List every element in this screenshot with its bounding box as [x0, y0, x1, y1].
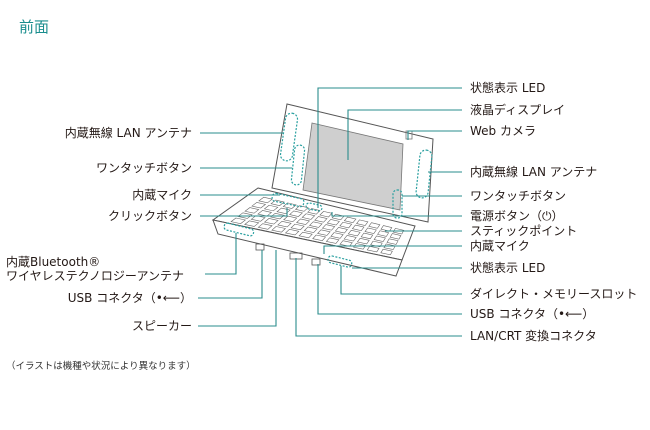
label-web-camera: Web カメラ	[470, 124, 536, 138]
label-stick-point: スティックポイント	[470, 224, 578, 238]
keyboard-key	[356, 219, 369, 226]
keyboard-key	[351, 224, 365, 232]
label-mic-right: 内蔵マイク	[470, 239, 530, 253]
label-click-button: クリックボタン	[107, 209, 192, 223]
keyboard-key	[326, 219, 340, 226]
label-memory-slot: ダイレクト・メモリースロット	[470, 287, 638, 301]
keyboard-key	[307, 208, 321, 215]
keyboard-key	[339, 221, 353, 229]
label-speaker: スピーカー	[131, 319, 192, 333]
antenna-right-area	[415, 149, 433, 199]
keyboard-key	[380, 248, 393, 256]
keyboard-key	[321, 224, 336, 231]
led-top-area	[305, 202, 323, 212]
keyboard-key	[366, 246, 380, 253]
label-bluetooth-1: 内蔵Bluetooth®	[6, 255, 101, 269]
label-usb-left: USB コネクタ（•⟵）	[67, 291, 192, 305]
mic-left-area	[271, 192, 305, 208]
keyboard-key	[314, 216, 328, 223]
label-one-touch-right: ワンタッチボタン	[470, 189, 567, 203]
keyboard-key	[250, 215, 266, 222]
keyboard-key	[347, 229, 361, 237]
keyboard-key	[284, 229, 300, 236]
bluetooth-area	[223, 222, 255, 237]
keyboard-key	[258, 196, 273, 204]
laptop-illustration	[211, 103, 434, 277]
label-lcd: 液晶ディスプレイ	[470, 103, 566, 117]
label-usb-right: USB コネクタ（•⟵）	[470, 307, 595, 321]
keyboard-key	[389, 233, 402, 240]
label-wlan-antenna-left: 内蔵無線 LAN アンテナ	[64, 126, 192, 140]
keyboard-key	[277, 220, 292, 228]
keyboard-key	[343, 216, 357, 223]
keyboard-key	[377, 230, 390, 237]
keyboard-key	[288, 210, 304, 217]
keyboard-key	[319, 211, 333, 218]
keyboard-key	[317, 229, 331, 236]
keyboard-key	[356, 237, 370, 245]
laptop-base-front	[212, 219, 403, 277]
keyboard-key	[303, 226, 318, 233]
label-power-button: 電源ボタン（⏻）	[470, 209, 564, 223]
keyboard-key	[244, 207, 260, 214]
keyboard-key	[373, 235, 386, 242]
keyboard-key	[386, 238, 399, 245]
keyboard-key	[271, 226, 287, 233]
keyboard-key	[330, 232, 344, 239]
keyboard-key	[343, 235, 357, 242]
keyboard-key	[325, 237, 340, 244]
keyboard-key	[263, 218, 279, 225]
keyboard-key	[263, 204, 279, 212]
keyboard-key	[312, 234, 327, 241]
led-front-area	[327, 255, 353, 268]
keyboard-key	[364, 227, 377, 234]
leader-lines	[198, 87, 462, 337]
label-one-touch-left: ワンタッチボタン	[95, 161, 192, 175]
label-bluetooth-2: ワイヤレステクノロジーアンテナ	[6, 269, 184, 283]
keyboard-key	[301, 213, 316, 220]
keyboard-key	[334, 227, 348, 234]
keyboard-key	[360, 232, 374, 240]
keyboard-key	[290, 223, 305, 231]
keyboard-key	[244, 220, 260, 227]
label-status-led-top: 状態表示 LED	[470, 81, 546, 95]
lcd-screen	[302, 122, 404, 211]
one-touch-right-area	[392, 189, 403, 219]
keyboard-key	[368, 222, 381, 229]
keyboard-key	[370, 240, 383, 248]
keyboard-key	[283, 215, 298, 223]
keyboard-key	[251, 202, 267, 209]
label-status-led-front: 状態表示 LED	[470, 261, 546, 275]
keyboard-key	[298, 231, 313, 239]
antenna-left-area	[279, 112, 299, 162]
keyboard-key	[294, 205, 309, 212]
keyboard-key	[308, 221, 323, 228]
keyboard-key	[257, 223, 273, 230]
label-lan-crt: LAN/CRT 変換コネクタ	[470, 329, 597, 343]
label-wlan-antenna-right: 内蔵無線 LAN アンテナ	[470, 165, 598, 179]
illustration-note: （イラストは機種や状況により異なります）	[6, 361, 196, 372]
usb-port-left	[255, 243, 265, 251]
keyboard-key	[230, 217, 247, 224]
keyboard-key	[296, 218, 310, 225]
keyboard	[230, 196, 405, 256]
section-title: 前面	[19, 18, 50, 36]
label-mic-left: 内蔵マイク	[132, 188, 192, 202]
one-touch-left-area	[290, 144, 306, 186]
usb-port-right	[311, 258, 321, 266]
